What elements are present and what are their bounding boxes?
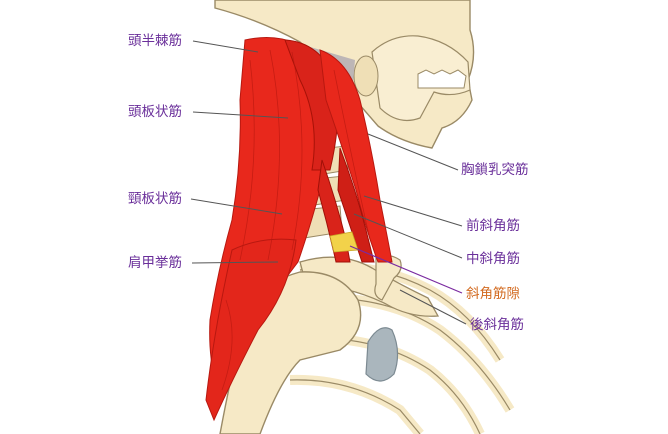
label-scalenus-medius: 中斜角筋 — [466, 251, 520, 267]
leader-scalenus-medius — [353, 213, 463, 259]
label-scalenus-anterior: 前斜角筋 — [466, 218, 520, 234]
leader-scalenus-posterior — [399, 289, 467, 325]
leader-lines — [190, 40, 467, 325]
label-semispinalis-capitis: 頭半棘筋 — [128, 33, 182, 49]
muscle-scalenus-anterior — [337, 147, 375, 263]
costal-cartilage — [365, 327, 399, 382]
teeth — [417, 69, 467, 89]
mastoid-process — [353, 55, 379, 97]
label-scalene-gap: 斜角筋隙 — [466, 286, 520, 302]
label-sternocleidomastoid: 胸鎖乳突筋 — [461, 162, 529, 178]
label-levator-scapulae: 肩甲挙筋 — [128, 255, 182, 271]
muscle-sternocleidomastoid — [319, 49, 393, 263]
leader-splenius-cervicis — [190, 198, 283, 215]
leader-scalenus-anterior — [363, 195, 463, 227]
leader-splenius-capitis — [192, 111, 289, 119]
muscle-group — [205, 37, 393, 422]
leader-scalene-gap — [349, 245, 463, 294]
label-splenius-cervicis: 頸板状筋 — [128, 191, 182, 207]
muscle-lower-band — [205, 238, 297, 422]
label-splenius-capitis: 頭板状筋 — [128, 104, 182, 120]
leader-sternocleidomastoid — [367, 133, 459, 171]
leader-semispinalis-capitis — [192, 40, 259, 53]
leader-levator-scapulae — [191, 261, 279, 264]
label-scalenus-posterior: 後斜角筋 — [470, 317, 524, 333]
